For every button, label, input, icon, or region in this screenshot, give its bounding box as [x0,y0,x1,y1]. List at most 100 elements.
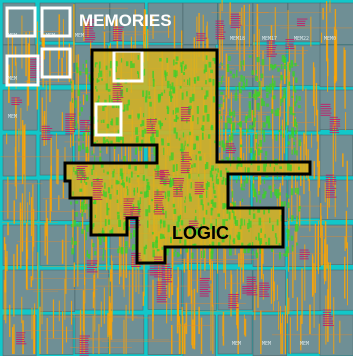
std-cell [155,130,159,137]
std-cell [268,206,270,214]
std-cell [265,85,269,92]
std-cell [199,156,202,161]
std-cell [151,199,154,202]
std-cell [137,200,140,206]
std-cell [210,168,214,171]
std-cell [256,92,260,97]
std-cell [98,72,100,78]
std-cell [175,187,178,196]
std-cell [210,126,214,131]
std-cell [268,87,272,94]
std-cell [135,137,139,143]
std-cell [256,57,260,63]
memory-highlight-box [40,6,72,38]
std-cell [77,167,81,171]
memory-macro [287,2,322,43]
pin-marker [329,127,338,129]
pin-marker [180,107,190,109]
std-cell [297,105,301,109]
std-cell [92,162,95,170]
std-cell [232,156,235,163]
pin-marker [246,292,257,294]
std-cell [232,202,236,210]
std-cell [230,162,232,167]
std-cell [262,196,265,199]
pin-marker [30,72,40,74]
std-cell [74,100,77,109]
std-cell [259,139,263,147]
pin-marker [173,191,183,193]
std-cell [253,117,256,122]
std-cell [99,70,103,77]
pin-marker [80,124,91,126]
std-cell [101,78,103,81]
std-cell [143,246,146,255]
pin-marker [215,38,226,40]
std-cell [116,91,118,96]
std-cell [268,121,270,127]
std-cell [242,60,245,66]
pin-marker [215,31,226,33]
std-cell [85,146,89,153]
pin-marker [30,61,41,63]
std-cell [205,183,209,190]
pin-marker [154,276,163,278]
std-cell [248,229,250,233]
std-cell [121,136,124,144]
std-cell [78,112,81,116]
std-cell [178,184,181,187]
pin-marker [173,195,183,197]
pin-marker [161,281,173,283]
std-cell [261,59,265,66]
std-cell [211,174,214,182]
pin-marker [41,128,53,129]
pin-marker [329,116,338,118]
std-cell [263,163,267,172]
std-cell [269,161,272,167]
pin-marker [65,131,75,133]
std-cell [219,170,223,177]
pin-marker [180,165,190,167]
std-cell [133,230,135,238]
std-cell [244,82,246,91]
std-cell [110,229,113,237]
pin-marker [112,94,122,96]
pin-marker [86,262,97,264]
std-cell [253,208,255,212]
std-cell [183,79,185,82]
std-cell [102,254,105,261]
pin-marker [322,314,332,315]
macro-name-label: MEM [8,76,17,82]
std-cell [175,56,179,61]
std-cell [132,63,135,68]
std-cell [98,61,101,69]
pin-marker [41,134,53,136]
std-cell [82,133,84,141]
std-cell [243,219,246,226]
std-cell [162,220,166,228]
std-cell [258,104,260,111]
std-cell [110,140,113,145]
pin-marker [92,187,102,189]
std-cell [117,214,120,220]
std-cell [85,177,89,180]
pin-marker [80,128,90,130]
std-cell [116,211,120,215]
std-cell [270,109,274,114]
std-cell [142,175,145,181]
pin-marker [325,176,336,178]
pin-marker [92,194,104,196]
pin-marker [11,97,20,99]
std-cell [254,95,258,100]
std-cell [73,220,77,227]
std-cell [209,170,213,178]
pin-marker [325,185,334,187]
std-cell [166,57,169,63]
std-cell [239,225,242,230]
pin-marker [154,269,165,271]
pin-marker [146,119,157,121]
std-cell [235,220,239,226]
std-cell [200,199,203,206]
pin-marker [123,198,135,200]
std-cell [262,122,266,128]
